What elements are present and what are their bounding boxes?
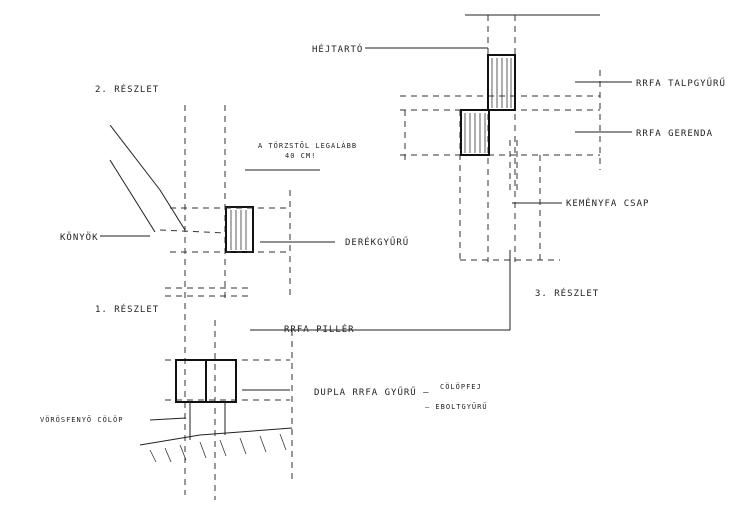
derekgyuru-section — [225, 206, 254, 253]
detail-1-drawing — [139, 320, 293, 500]
talpgyuru-section — [487, 54, 516, 111]
label-talpgyuru: RRFA TALPGYŰRŰ — [636, 78, 726, 89]
label-reszlet-3: 3. RÉSZLET — [535, 287, 599, 299]
label-torzstol: A TÖRZSTŐL LEGALÁBB — [258, 141, 357, 150]
label-gerenda: RRFA GERENDA — [636, 129, 713, 139]
leader-lines — [100, 47, 632, 421]
label-konyok: KÖNYÖK — [60, 232, 99, 243]
label-torzstol-distance: 40 CM! — [285, 152, 316, 160]
label-dupla-gyuru: DUPLA RRFA GYŰRŰ – — [314, 387, 430, 398]
label-colopfej: CÖLÖPFEJ — [440, 382, 482, 391]
label-csap: KEMÉNYFA CSAP — [566, 197, 649, 209]
detail-3-drawing — [400, 14, 601, 262]
label-reszlet-1: 1. RÉSZLET — [95, 303, 159, 315]
label-hejtarto: HÉJTARTÓ — [312, 43, 363, 55]
label-piller: RRFA PILLÉR — [284, 323, 355, 335]
label-eboltgyuru: – EBOLTGYŰRŰ — [425, 402, 488, 411]
label-reszlet-2: 2. RÉSZLET — [95, 83, 159, 95]
label-colop: VÖRÖSFENYŐ CÖLÖP — [40, 415, 123, 424]
detail-2-drawing — [109, 105, 320, 495]
gerenda-section — [460, 109, 490, 156]
label-derekgyuru: DERÉKGYŰRŰ — [345, 236, 409, 248]
